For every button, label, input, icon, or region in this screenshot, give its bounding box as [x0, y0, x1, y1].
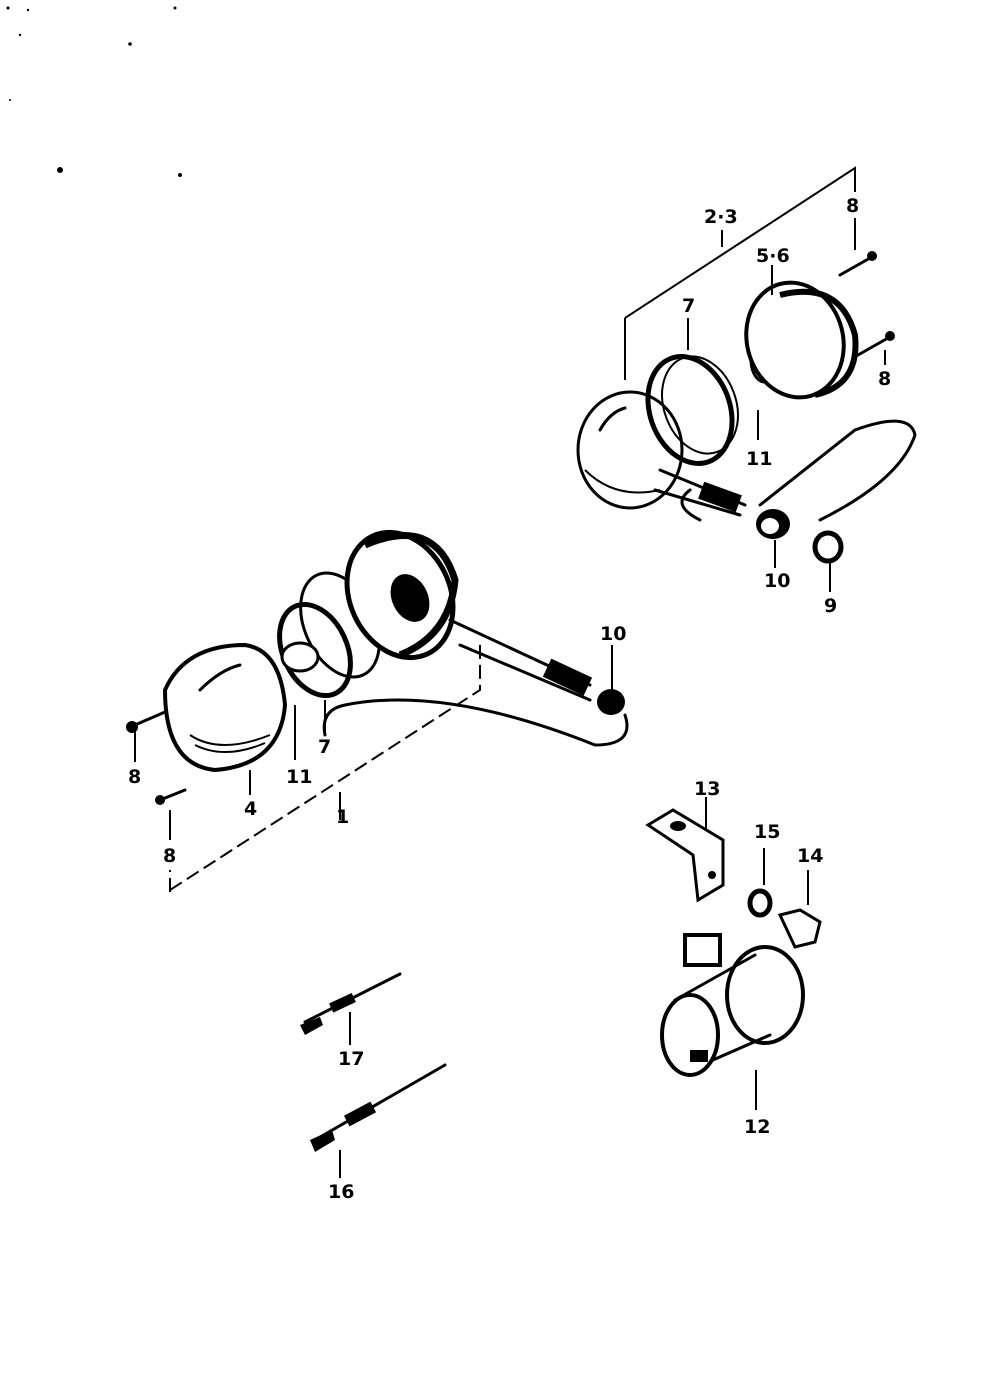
callout-10-right: 10: [764, 570, 790, 592]
callout-7-right: 7: [682, 295, 695, 317]
callout-5-6: 5·6: [756, 245, 790, 267]
scan-specks: [6, 6, 182, 177]
callout-8-b: 8: [878, 368, 891, 390]
callout-2-3: 2·3: [704, 206, 738, 228]
callout-14: 14: [797, 845, 823, 867]
callout-labels: 2·3 8 5·6 7 8 11 10 9 10 8 11 7 4 1 8 13…: [128, 195, 891, 1203]
flasher-relay-group: [645, 797, 822, 1110]
callout-11-right: 11: [746, 448, 772, 470]
wire-terminal-16: [310, 1063, 447, 1178]
callout-8-d: 8: [163, 845, 176, 867]
callout-10-left: 10: [600, 623, 626, 645]
callout-11-left: 11: [286, 766, 312, 788]
callout-12: 12: [744, 1116, 770, 1138]
callout-1: 1: [336, 806, 349, 828]
callout-16: 16: [328, 1181, 354, 1203]
callout-8-c: 8: [128, 766, 141, 788]
callout-15: 15: [754, 821, 780, 843]
callout-7-left: 7: [318, 736, 331, 758]
callout-13: 13: [694, 778, 720, 800]
callout-4: 4: [244, 798, 257, 820]
turn-signal-assembly-right: [576, 166, 917, 592]
turn-signal-assembly-left: [126, 529, 629, 892]
callout-9: 9: [824, 595, 837, 617]
callout-17: 17: [338, 1048, 364, 1070]
wire-terminal-17: [300, 972, 402, 1045]
callout-8-a: 8: [846, 195, 859, 217]
